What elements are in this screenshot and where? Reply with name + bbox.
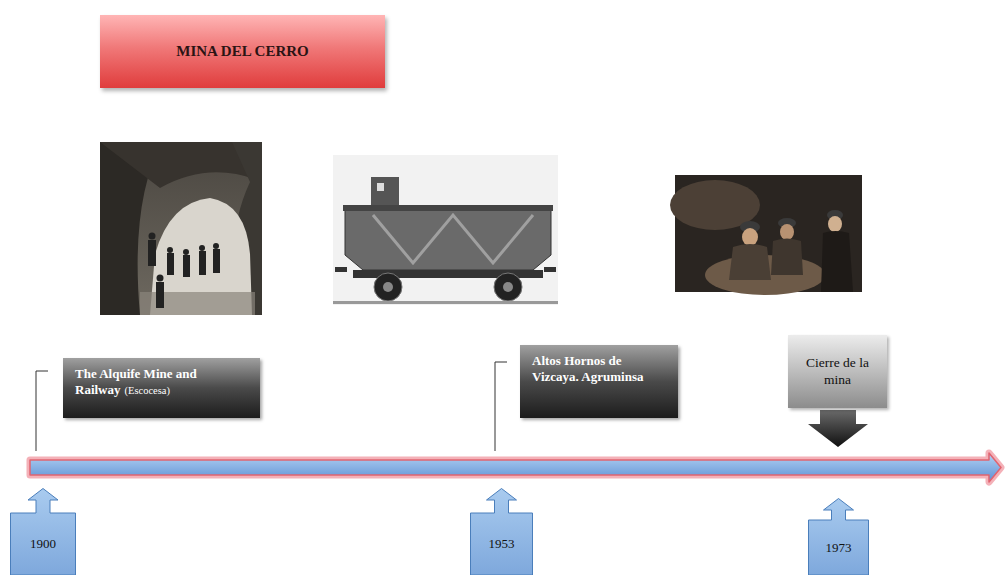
wagon-hub (503, 282, 513, 292)
timeline-bar (30, 453, 1001, 482)
year-label-area: 1953 (470, 513, 533, 575)
wagon-rim (343, 205, 553, 211)
year-marker: 1953 (470, 488, 533, 575)
leader-line (36, 371, 48, 451)
miner-figure (729, 221, 771, 280)
cave-photo (100, 142, 262, 315)
year-arrow-outline (471, 489, 533, 575)
wagon-photo (333, 155, 558, 305)
year-label: 1900 (30, 536, 56, 552)
wagon-bracing (373, 215, 533, 263)
wagon-buffer (544, 267, 556, 272)
rail (333, 301, 558, 304)
miners-photo (670, 175, 862, 295)
photo-ground (100, 142, 262, 315)
leader-line (495, 362, 507, 451)
wagon-buffer (335, 267, 347, 272)
box-label: (Escocesa) (125, 385, 170, 396)
miner-figure (771, 218, 803, 275)
title-box: MINA DEL CERRO (100, 15, 385, 88)
miner-figures (148, 233, 220, 309)
company-box: Altos Hornos de Vizcaya. Agruminsa (520, 345, 678, 418)
wagon-wheel (374, 273, 402, 301)
year-arrow-shape (808, 498, 869, 575)
year-marker: 1973 (808, 498, 869, 575)
year-arrow-outline (809, 499, 869, 575)
wagon-wheel (494, 273, 522, 301)
year-marker: 1900 (10, 488, 76, 575)
wagon-hub (383, 282, 393, 292)
company-box: The Alquife Mine and Railway(Escocesa) (63, 358, 260, 418)
wagon-body (345, 209, 551, 270)
box-label: MINA DEL CERRO (176, 43, 309, 60)
box-label: Altos Hornos de Vizcaya. Agruminsa (532, 353, 643, 384)
box-label: Cierre de la mina (794, 355, 881, 387)
year-label: 1973 (826, 540, 852, 556)
event-box: Cierre de la mina (788, 335, 887, 408)
timeline-glow (30, 453, 1001, 482)
cabin-window (377, 183, 384, 191)
year-arrow-outline (11, 489, 76, 575)
year-arrow-shape (470, 488, 533, 575)
miner-figure (821, 210, 853, 292)
photo-ground (333, 155, 558, 305)
year-label: 1953 (489, 536, 515, 552)
year-label-area: 1973 (808, 520, 869, 575)
year-arrow-shape (10, 488, 76, 575)
down-arrow (808, 410, 868, 447)
wagon-cabin (371, 177, 399, 209)
year-label-area: 1900 (10, 513, 76, 575)
